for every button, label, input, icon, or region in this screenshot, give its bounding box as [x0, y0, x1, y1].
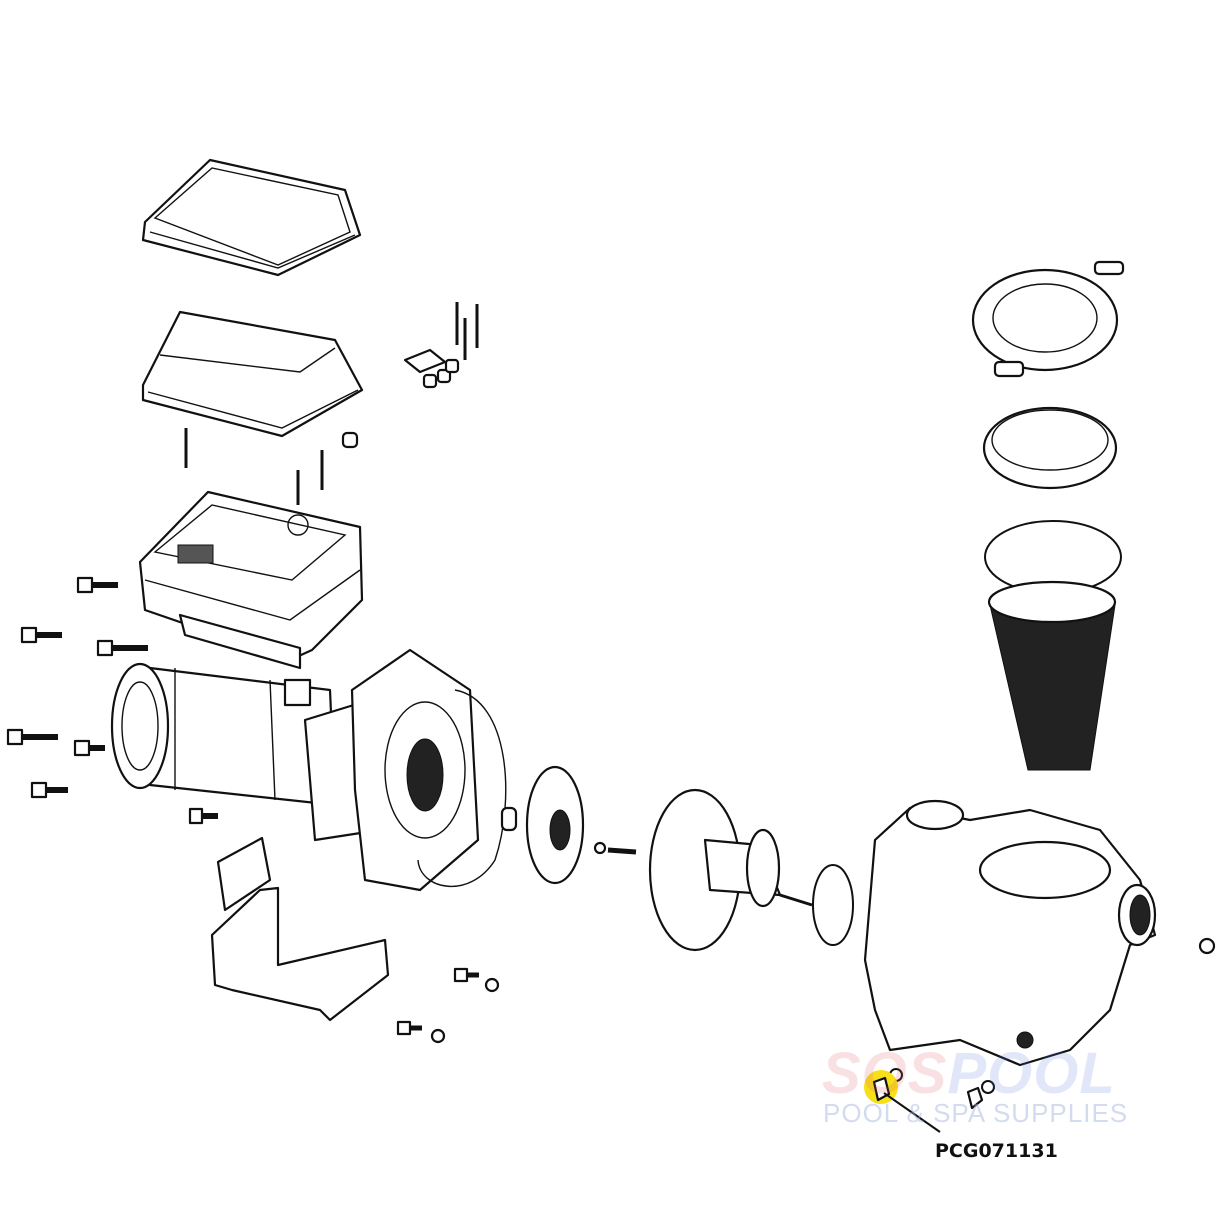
bolts: [6, 576, 1216, 1044]
watermark-brand-right: POOL: [947, 1041, 1116, 1106]
motor: [110, 662, 382, 842]
watermark-tagline: POOL & SPA SUPPLIES: [823, 1098, 1129, 1128]
seal-plate: [350, 648, 507, 892]
lid-clamp-ring: [971, 260, 1125, 378]
impeller: [500, 765, 637, 885]
strainer-lid: [982, 406, 1118, 490]
motor-base: [210, 836, 390, 1022]
diffuser: [648, 788, 854, 952]
watermark-brand: SOSPOOL: [822, 1040, 1116, 1107]
watermark-brand-left: SOS: [822, 1041, 948, 1106]
callout-leader-line: [883, 1092, 941, 1133]
strainer-basket: [987, 580, 1117, 771]
part-number-label: PCG071131: [935, 1140, 1058, 1162]
pump-housing: [863, 799, 1157, 1067]
drive-top-cover: [141, 158, 362, 277]
drive-housing: [138, 490, 364, 670]
drive-mid-cover: [141, 310, 364, 438]
screws: [184, 302, 479, 505]
